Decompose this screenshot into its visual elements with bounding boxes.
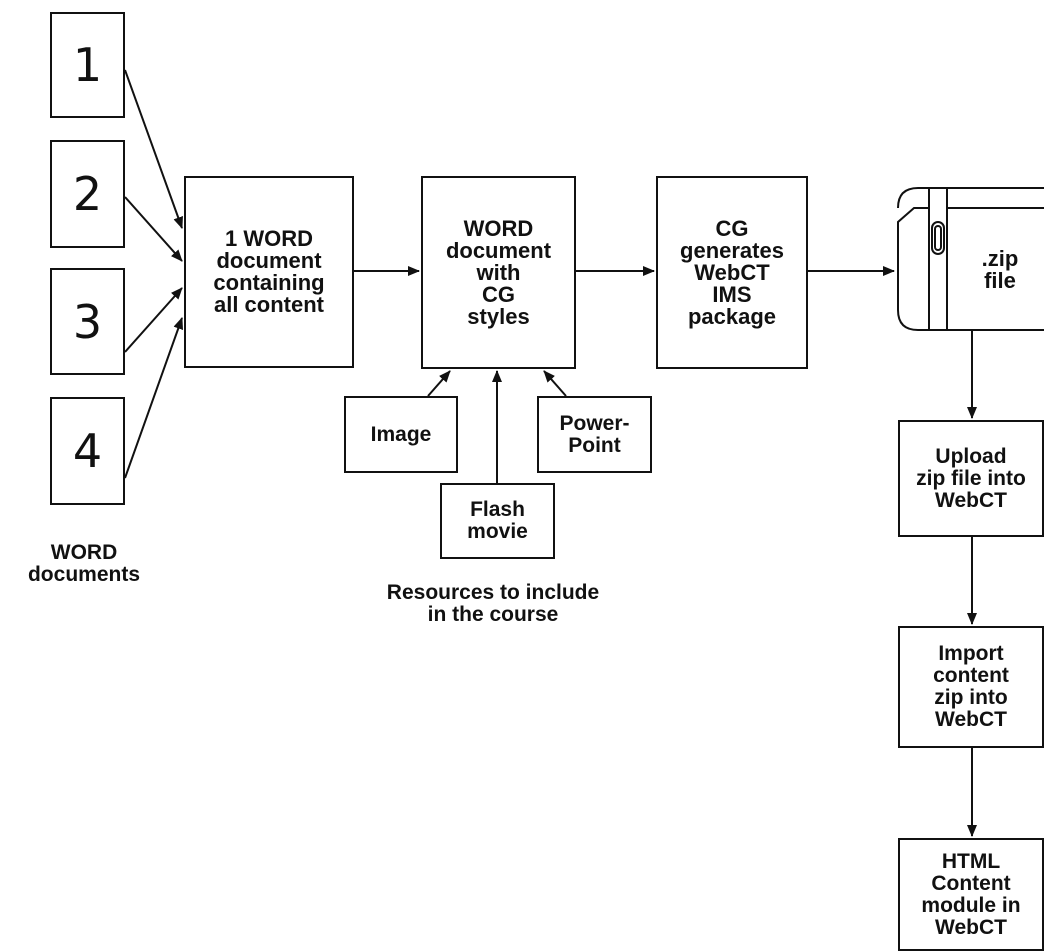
zip-file-icon bbox=[897, 187, 1044, 331]
zip-file-label: .zip file bbox=[981, 246, 1019, 293]
arrow-doc2-to-merge bbox=[124, 196, 183, 262]
flash-movie-resource-box: Flash movie bbox=[440, 483, 555, 559]
styled-word-document-box: WORD document with CG styles bbox=[421, 176, 576, 369]
source-document-3: 3 bbox=[50, 268, 125, 375]
source-document-1: 1 bbox=[50, 12, 125, 118]
arrow-powerpoint-to-styled bbox=[543, 370, 567, 397]
image-resource-box: Image bbox=[344, 396, 458, 473]
html-content-module-box: HTML Content module in WebCT bbox=[898, 838, 1044, 951]
source-document-4: 4 bbox=[50, 397, 125, 505]
source-document-2: 2 bbox=[50, 140, 125, 248]
merged-word-document-box: 1 WORD document containing all content bbox=[184, 176, 354, 368]
import-content-step-box: Import content zip into WebCT bbox=[898, 626, 1044, 748]
cg-generates-package-box: CG generates WebCT IMS package bbox=[656, 176, 808, 369]
arrow-doc1-to-merge bbox=[124, 69, 183, 229]
powerpoint-resource-box: Power- Point bbox=[537, 396, 652, 473]
arrow-doc4-to-merge bbox=[124, 317, 184, 479]
resources-caption: Resources to include in the course bbox=[386, 581, 600, 626]
arrow-doc3-to-merge bbox=[124, 287, 183, 353]
upload-zip-step-box: Upload zip file into WebCT bbox=[898, 420, 1044, 537]
arrow-image-to-styled bbox=[427, 370, 451, 397]
sources-caption: WORD documents bbox=[27, 541, 140, 586]
